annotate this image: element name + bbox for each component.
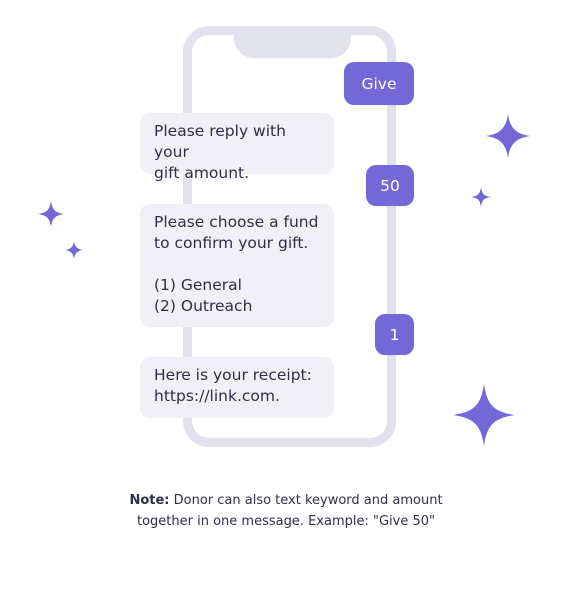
keyword-reply-text: Give [361, 74, 397, 93]
keyword-reply-bubble: Give [344, 62, 414, 105]
amount-reply-text: 50 [380, 176, 400, 195]
amount-prompt-bubble: Please reply with your gift amount. [140, 113, 334, 182]
fund-reply-bubble: 1 [375, 314, 414, 355]
sparkle-icon [471, 187, 491, 207]
receipt-bubble: Here is your receipt: https://link.com. [140, 357, 334, 418]
footnote-label: Note: [129, 493, 170, 508]
sparkle-icon [65, 241, 83, 259]
sparkle-icon [453, 384, 515, 446]
footnote: Note: Donor can also text keyword and am… [100, 490, 472, 532]
fund-reply-text: 1 [389, 325, 400, 344]
sparkle-icon [486, 114, 530, 158]
amount-reply-bubble: 50 [366, 165, 414, 206]
sparkle-icon [38, 201, 64, 227]
footnote-text: Donor can also text keyword and amount t… [136, 493, 443, 529]
fund-prompt-bubble: Please choose a fund to confirm your gif… [140, 204, 334, 327]
phone-notch [234, 26, 351, 58]
